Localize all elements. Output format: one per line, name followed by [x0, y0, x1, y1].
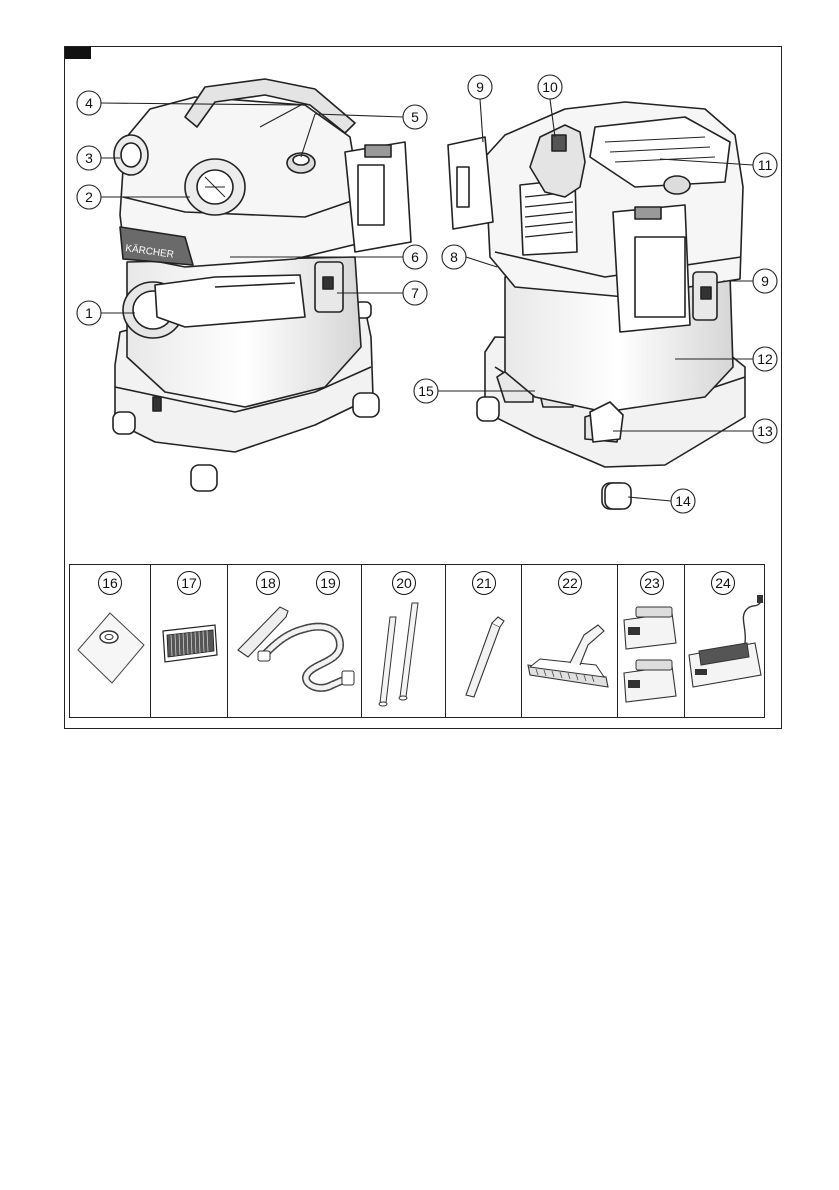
vacuum-illustration: KÄRCHER — [65, 47, 781, 563]
callout-7: 7 — [411, 285, 419, 301]
callout-9b: 9 — [761, 273, 769, 289]
callout-12: 12 — [757, 351, 773, 367]
callout-9a: 9 — [476, 79, 484, 95]
floor-nozzle-icon — [522, 565, 618, 717]
figure-frame: KÄRCHER — [64, 46, 782, 729]
accessory-22: 22 — [522, 565, 618, 717]
callout-2: 2 — [85, 189, 93, 205]
callout-14: 14 — [675, 493, 691, 509]
vacuum-back-view — [448, 102, 745, 509]
hose-icon — [228, 565, 362, 717]
callout-4: 4 — [85, 95, 93, 111]
battery-pack-icon — [618, 565, 685, 717]
callout-10: 10 — [542, 79, 558, 95]
battery-charger-icon — [685, 565, 766, 717]
accessory-23: 23 — [618, 565, 685, 717]
callout-15: 15 — [418, 383, 434, 399]
accessory-21: 21 — [446, 565, 522, 717]
vacuum-front-view: KÄRCHER — [113, 79, 411, 491]
accessory-16: 16 — [70, 565, 151, 717]
callout-3: 3 — [85, 150, 93, 166]
accessories-strip: 16 17 18 — [69, 564, 765, 718]
callout-1: 1 — [85, 305, 93, 321]
flat-pleated-filter-icon — [151, 565, 228, 717]
callout-11: 11 — [758, 157, 773, 173]
suction-tubes-icon — [362, 565, 446, 717]
accessory-17: 17 — [151, 565, 228, 717]
callout-5: 5 — [411, 109, 419, 125]
callout-13: 13 — [757, 423, 773, 439]
accessory-18-19: 18 19 — [228, 565, 362, 717]
filter-bag-icon — [70, 565, 151, 717]
crevice-nozzle-icon — [446, 565, 522, 717]
accessory-24: 24 — [685, 565, 766, 717]
callout-6: 6 — [411, 249, 419, 265]
callout-8: 8 — [450, 249, 458, 265]
accessory-20: 20 — [362, 565, 446, 717]
